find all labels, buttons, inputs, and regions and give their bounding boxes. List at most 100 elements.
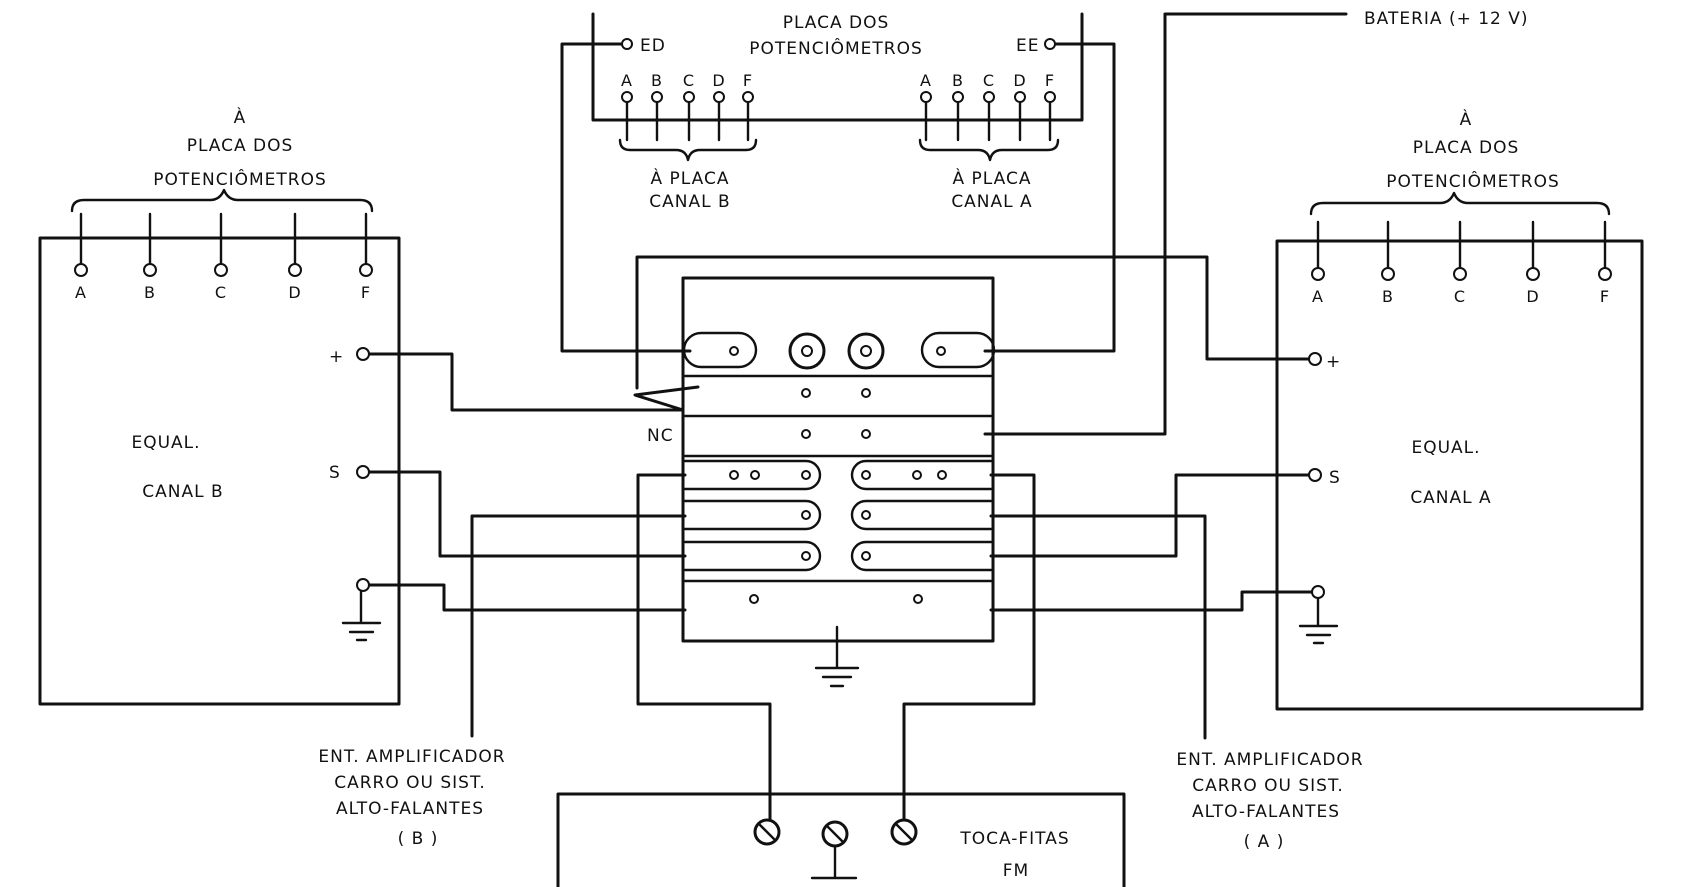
plus-terminal-right (1308, 352, 1322, 366)
switch-block: NC (647, 276, 996, 688)
pin-terminal (1598, 267, 1612, 281)
ed-wire (560, 42, 692, 353)
wire-plus-left (364, 352, 700, 412)
ee-label: EE (1016, 36, 1039, 56)
battery-wire (983, 12, 1348, 436)
top-board-title-line2: POTENCIÔMETROS (749, 37, 923, 59)
top-right-pin-label: B (952, 71, 964, 90)
top-left-pin-group: A B C D F À PLACA CANAL B (618, 71, 758, 212)
wire-amp-b (470, 514, 687, 738)
pin-terminal (713, 91, 725, 103)
switch-block-dividers (683, 374, 993, 583)
ground-icon (814, 625, 860, 688)
nc-label: NC (647, 426, 674, 446)
pin-terminal (742, 91, 754, 103)
contact-hole (861, 429, 871, 439)
switch-lug-right (850, 459, 993, 491)
top-right-pin-label: D (1013, 71, 1026, 90)
top-left-brace-line1: À PLACA (651, 167, 730, 189)
knob-left (788, 332, 826, 370)
top-board-outline (591, 12, 1084, 122)
wiring (356, 255, 1325, 822)
top-right-pin-label: A (920, 71, 932, 90)
tape-deck: TOCA-FITAS FM (556, 792, 1126, 887)
screw-terminal-icon (753, 818, 781, 846)
switch-lug-right (850, 540, 993, 572)
right-eq-pin-label: A (1312, 287, 1324, 306)
s-terminal-left (356, 465, 370, 479)
left-eq-header-brace (70, 188, 374, 213)
pin-terminal (1526, 267, 1540, 281)
tape-deck-box (556, 792, 1126, 887)
lug-hole (912, 470, 922, 480)
pin-terminal (1014, 91, 1026, 103)
ed-terminal (621, 38, 633, 50)
pin-terminal (74, 263, 88, 277)
tape-deck-line2: FM (1003, 861, 1029, 881)
top-right-pin-leads (924, 101, 1052, 142)
left-eq-pin-label: D (288, 283, 301, 302)
left-eq-pin-label: C (215, 283, 227, 302)
wire-tape-left (636, 473, 772, 822)
contact-hole (749, 594, 759, 604)
lug-hole (750, 470, 760, 480)
top-right-brace-line1: À PLACA (953, 167, 1032, 189)
right-eq-plus-label: + (1326, 352, 1341, 372)
left-output-line3: ALTO-FALANTES (336, 799, 484, 819)
top-left-pin-label: D (712, 71, 725, 90)
equalizer-channel-b: À PLACA DOS POTENCIÔMETROS A B C D F + S… (38, 106, 401, 706)
ground-icon (1298, 590, 1339, 645)
equalizer-channel-a: À PLACA DOS POTENCIÔMETROS A B C D F + S… (1275, 108, 1644, 711)
knob-center (860, 345, 872, 357)
screw-terminal-icon (890, 818, 918, 846)
right-eq-pin-label: D (1526, 287, 1539, 306)
switch-lug (682, 331, 758, 369)
wire-ground-left (364, 583, 687, 612)
pin-terminal (983, 91, 995, 103)
lug-hole (861, 470, 871, 480)
lug-hole (861, 510, 871, 520)
right-eq-pin-label: C (1454, 287, 1466, 306)
left-eq-title-line2: CANAL B (142, 482, 223, 502)
switch-lug (920, 331, 996, 369)
lug-hole (937, 470, 947, 480)
lug-hole (729, 470, 739, 480)
right-output-line2: CARRO OU SIST. (1192, 776, 1344, 796)
right-eq-title-line1: EQUAL. (1411, 438, 1480, 458)
knob-center (801, 345, 813, 357)
right-eq-s-label: S (1329, 468, 1341, 488)
top-left-brace-line2: CANAL B (649, 192, 730, 212)
screw-slot (825, 824, 845, 844)
lug-hole (861, 551, 871, 561)
pin-terminal (288, 263, 302, 277)
lug-hole (801, 551, 811, 561)
right-eq-pin-leads (1316, 220, 1607, 270)
pin-terminal (920, 91, 932, 103)
pin-terminal (214, 263, 228, 277)
left-eq-pin-leads (79, 212, 368, 266)
wire-tape-right (902, 473, 1036, 822)
left-output-line2: CARRO OU SIST. (334, 773, 486, 793)
left-eq-pin-label: A (75, 283, 87, 302)
pin-terminal (952, 91, 964, 103)
top-right-pin-group: A B C D F À PLACA CANAL A (918, 71, 1060, 212)
contact-hole (801, 429, 811, 439)
amplifier-output-b: ENT. AMPLIFICADOR CARRO OU SIST. ALTO-FA… (318, 747, 504, 849)
top-left-pin-label: F (743, 71, 753, 90)
pin-terminal (621, 91, 633, 103)
left-eq-header-line2: PLACA DOS (187, 136, 294, 156)
top-left-pin-leads (625, 101, 750, 142)
right-eq-pin-label: F (1600, 287, 1610, 306)
right-eq-header-line3: POTENCIÔMETROS (1386, 170, 1560, 192)
right-eq-pin-label: B (1382, 287, 1394, 306)
pin-terminal (651, 91, 663, 103)
contact-hole (913, 594, 923, 604)
left-eq-pin-label: F (361, 283, 371, 302)
wire-ground-right (989, 590, 1314, 612)
pin-terminal (1311, 267, 1325, 281)
right-eq-header-brace (1309, 191, 1611, 216)
pin-terminal (683, 91, 695, 103)
right-output-line4: ( A ) (1244, 832, 1285, 852)
right-eq-header-line2: PLACA DOS (1413, 138, 1520, 158)
